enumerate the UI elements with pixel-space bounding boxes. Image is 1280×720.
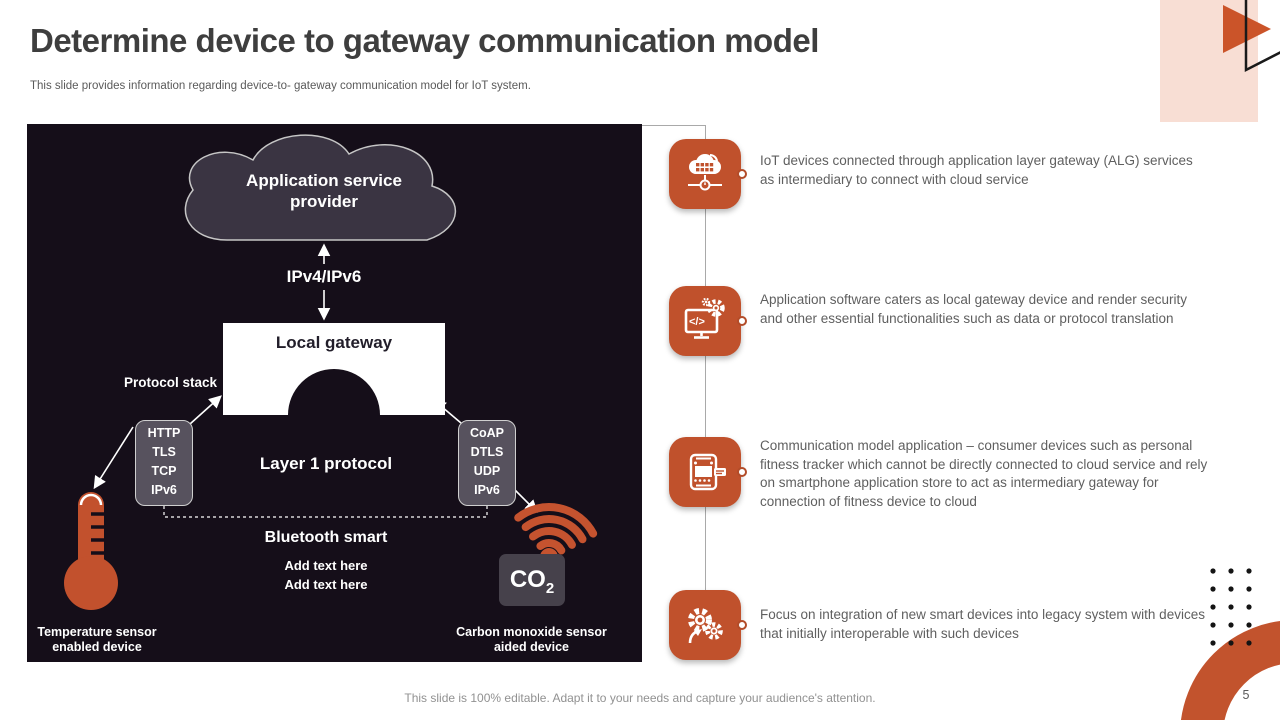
- dot-grid-decoration: [1210, 568, 1252, 646]
- cloud-shape: [184, 134, 457, 241]
- connector-line-vertical: [705, 125, 706, 626]
- layer1-protocol-label: Layer 1 protocol: [259, 454, 393, 473]
- cloud-label: Application service provider: [246, 171, 402, 211]
- page-subtitle: This slide provides information regardin…: [30, 80, 531, 92]
- connector-node-dot: [737, 467, 747, 477]
- diagram-panel: Application service provider IPv4/IPv6 L…: [27, 124, 642, 662]
- co2-text: CO: [509, 566, 546, 593]
- page-number: 5: [1242, 688, 1250, 702]
- co2-subscript: 2: [545, 580, 555, 597]
- connector-node-dot: [737, 620, 747, 630]
- cloud-server-network-icon: [669, 139, 747, 209]
- svg-text:</>: </>: [689, 316, 705, 328]
- integration-gears-icon: [669, 590, 747, 660]
- bluetooth-dashed-link: [163, 506, 488, 518]
- stack-line: TLS: [152, 445, 176, 459]
- wifi-icon: [514, 503, 598, 566]
- point-text-1: IoT devices connected through applicatio…: [760, 153, 1193, 187]
- local-gateway-box: Local gateway: [223, 323, 445, 415]
- carbon-monoxide-sensor-label: Carbon monoxide sensor aided device: [456, 625, 607, 654]
- connector-line-horizontal: [642, 125, 705, 126]
- footer-note: This slide is 100% editable. Adapt it to…: [404, 691, 876, 705]
- bluetooth-smart-label: Bluetooth smart: [264, 529, 388, 546]
- gateway-notch-shape: [288, 369, 380, 415]
- add-text-placeholder-2[interactable]: Add text here: [284, 577, 368, 592]
- ip-protocol-label: IPv4/IPv6: [264, 267, 384, 287]
- temperature-sensor-label: Temperature sensor enabled device: [37, 625, 157, 654]
- page-title: Determine device to gateway communicatio…: [30, 22, 819, 59]
- local-gateway-label: Local gateway: [275, 333, 393, 352]
- co2-badge: CO2: [499, 554, 565, 606]
- monitor-code-gear-icon: </>: [669, 286, 747, 356]
- stack-line: TCP: [151, 464, 177, 478]
- point-text-4: Focus on integration of new smart device…: [760, 607, 1205, 641]
- stack-line: UDP: [473, 464, 501, 478]
- http-protocol-stack-box: HTTP TLS TCP IPv6: [135, 420, 193, 506]
- stack-line: CoAP: [469, 426, 505, 440]
- point-text-2: Application software caters as local gat…: [760, 292, 1187, 326]
- fitness-tracker-icon: [669, 437, 747, 507]
- black-line-decoration: [1244, 0, 1280, 73]
- stack-line: HTTP: [147, 426, 181, 440]
- stack-line: IPv6: [151, 483, 177, 497]
- connector-node-dot: [737, 169, 747, 179]
- protocol-stack-label: Protocol stack: [123, 375, 217, 390]
- coap-protocol-stack-box: CoAP DTLS UDP IPv6: [458, 420, 516, 506]
- stack-line: DTLS: [470, 445, 504, 459]
- arrow-http-to-gateway: [189, 395, 222, 425]
- arrow-http-to-thermometer: [93, 426, 134, 490]
- thermometer-icon: [64, 492, 118, 610]
- connector-node-dot: [737, 316, 747, 326]
- diagram-graphics: [64, 134, 598, 610]
- stack-line: IPv6: [474, 483, 500, 497]
- point-text-3: Communication model application – consum…: [760, 438, 1208, 509]
- add-text-placeholder-1[interactable]: Add text here: [284, 558, 368, 573]
